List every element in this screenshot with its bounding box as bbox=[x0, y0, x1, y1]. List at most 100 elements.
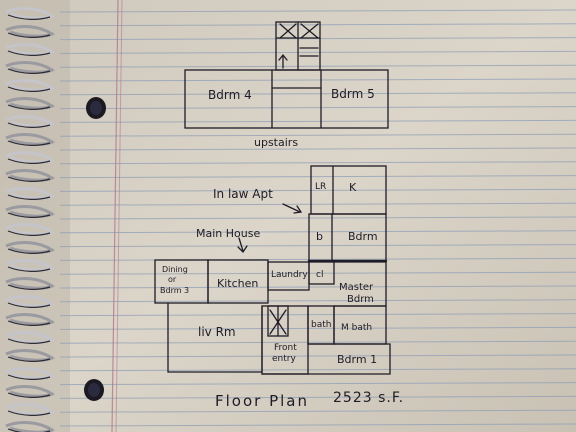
ruled-line bbox=[59, 175, 576, 179]
spiral-coil bbox=[5, 151, 55, 164]
spiral-coil bbox=[5, 277, 55, 290]
ruled-line bbox=[59, 78, 576, 82]
room-label-entry: Front bbox=[274, 343, 297, 353]
spiral-coil-shadow bbox=[7, 266, 51, 272]
bedroom1-outline bbox=[307, 343, 391, 375]
spiral-coil bbox=[5, 313, 55, 326]
spiral-coil-shadow bbox=[7, 176, 51, 182]
spiral-coil-shadow bbox=[7, 338, 51, 344]
ruled-line bbox=[59, 257, 576, 261]
spiral-coil-shadow bbox=[7, 158, 51, 164]
master-outline bbox=[333, 261, 387, 307]
floor-plan-drawing bbox=[154, 21, 391, 375]
ruled-line bbox=[59, 9, 576, 13]
spiral-coil bbox=[5, 367, 55, 380]
spiral-coil bbox=[5, 205, 55, 218]
spiral-coil bbox=[5, 133, 55, 146]
spiral-coil-shadow bbox=[7, 356, 51, 362]
ruled-line bbox=[59, 202, 576, 206]
spiral-coil-shadow bbox=[7, 14, 51, 20]
room-label-cl: cl bbox=[316, 270, 323, 280]
room-label-living: liv Rm bbox=[198, 325, 236, 339]
hole-bottom-inner bbox=[88, 383, 100, 397]
ruled-line bbox=[59, 354, 576, 358]
punched-holes bbox=[84, 97, 106, 401]
ruled-line bbox=[59, 147, 576, 151]
ruled-line bbox=[59, 230, 576, 234]
spiral-coil bbox=[5, 25, 55, 38]
ruled-line bbox=[59, 216, 576, 220]
spiral-coil-shadow bbox=[7, 320, 51, 326]
ruled-line bbox=[59, 92, 576, 96]
spiral-coil bbox=[5, 79, 55, 92]
annotation-inlaw: In law Apt bbox=[213, 187, 273, 201]
room-label-laundry: Laundry bbox=[271, 270, 308, 280]
spiral-coil bbox=[5, 385, 55, 398]
spiral-coil-shadow bbox=[7, 392, 51, 398]
main-arrow-shaft bbox=[238, 237, 244, 252]
spiral-coil bbox=[5, 61, 55, 74]
spiral-coil bbox=[5, 169, 55, 182]
ruled-line bbox=[59, 368, 576, 372]
spiral-coil-shadow bbox=[7, 122, 51, 128]
closet-box bbox=[308, 261, 335, 285]
ruled-line bbox=[59, 271, 576, 275]
ruled-line bbox=[59, 188, 576, 192]
spiral-coil bbox=[5, 187, 55, 200]
inlaw-arrow-shaft bbox=[282, 203, 301, 213]
spiral-coil bbox=[5, 349, 55, 362]
ruled-line bbox=[59, 382, 576, 386]
spiral-coil bbox=[5, 43, 55, 56]
ruled-line bbox=[59, 340, 576, 344]
stair-hatch-4 bbox=[300, 23, 319, 39]
footer-area: 2523 s.F. bbox=[333, 390, 404, 406]
ruled-lines bbox=[59, 9, 576, 427]
ruled-line bbox=[59, 161, 576, 165]
room-label-entry-2: entry bbox=[272, 354, 296, 364]
room-label-dining-bdrm3: Bdrm 3 bbox=[160, 286, 189, 295]
stair-arrow-head bbox=[278, 53, 288, 61]
spiral-coil-shadow bbox=[7, 50, 51, 56]
spiral-coil-shadow bbox=[7, 86, 51, 92]
spiral-coil bbox=[5, 97, 55, 110]
room-label-b: b bbox=[316, 230, 323, 243]
room-label-master-bdrm: Bdrm bbox=[347, 294, 374, 305]
stair-hatch-2 bbox=[279, 23, 297, 39]
ruled-line bbox=[59, 285, 576, 289]
ruled-line bbox=[59, 326, 576, 330]
spiral-coil-shadow bbox=[7, 302, 51, 308]
room-label-lr: LR bbox=[315, 182, 326, 192]
main-floor-plan bbox=[154, 165, 391, 375]
spiral-coil bbox=[5, 295, 55, 308]
spiral-coil bbox=[5, 223, 55, 236]
spiral-coil-shadow bbox=[7, 212, 51, 218]
spiral-binding bbox=[5, 7, 55, 432]
spiral-coil bbox=[5, 403, 55, 416]
margin-line-left-2 bbox=[115, 0, 123, 432]
hole-top-inner bbox=[90, 101, 102, 115]
upstairs-caption: upstairs bbox=[254, 136, 298, 149]
footer-title: Floor Plan bbox=[215, 392, 309, 410]
spiral-coil bbox=[5, 7, 55, 20]
ruled-line bbox=[59, 409, 576, 413]
ruled-line bbox=[59, 299, 576, 303]
room-label-bath: bath bbox=[311, 320, 331, 330]
spiral-coil-shadow bbox=[7, 230, 51, 236]
room-label-bdrm4: Bdrm 4 bbox=[208, 88, 252, 102]
main-arrow-head bbox=[237, 245, 248, 254]
ruled-line bbox=[59, 50, 576, 54]
annotation-main-house: Main House bbox=[196, 227, 260, 240]
room-label-mbath: M bath bbox=[341, 323, 372, 333]
entry-stair-hatch-2 bbox=[269, 309, 287, 335]
room-label-kitchen: Kitchen bbox=[217, 277, 258, 290]
room-label-bdrm1: Bdrm 1 bbox=[337, 353, 377, 366]
upstairs-plan bbox=[184, 21, 389, 129]
ruled-line bbox=[59, 64, 576, 68]
spiral-coil bbox=[5, 115, 55, 128]
room-label-bdrm5: Bdrm 5 bbox=[331, 87, 375, 101]
room-label-k: K bbox=[349, 181, 357, 194]
room-label-bdrm: Bdrm bbox=[348, 230, 378, 243]
annotation-arrows bbox=[237, 203, 303, 254]
